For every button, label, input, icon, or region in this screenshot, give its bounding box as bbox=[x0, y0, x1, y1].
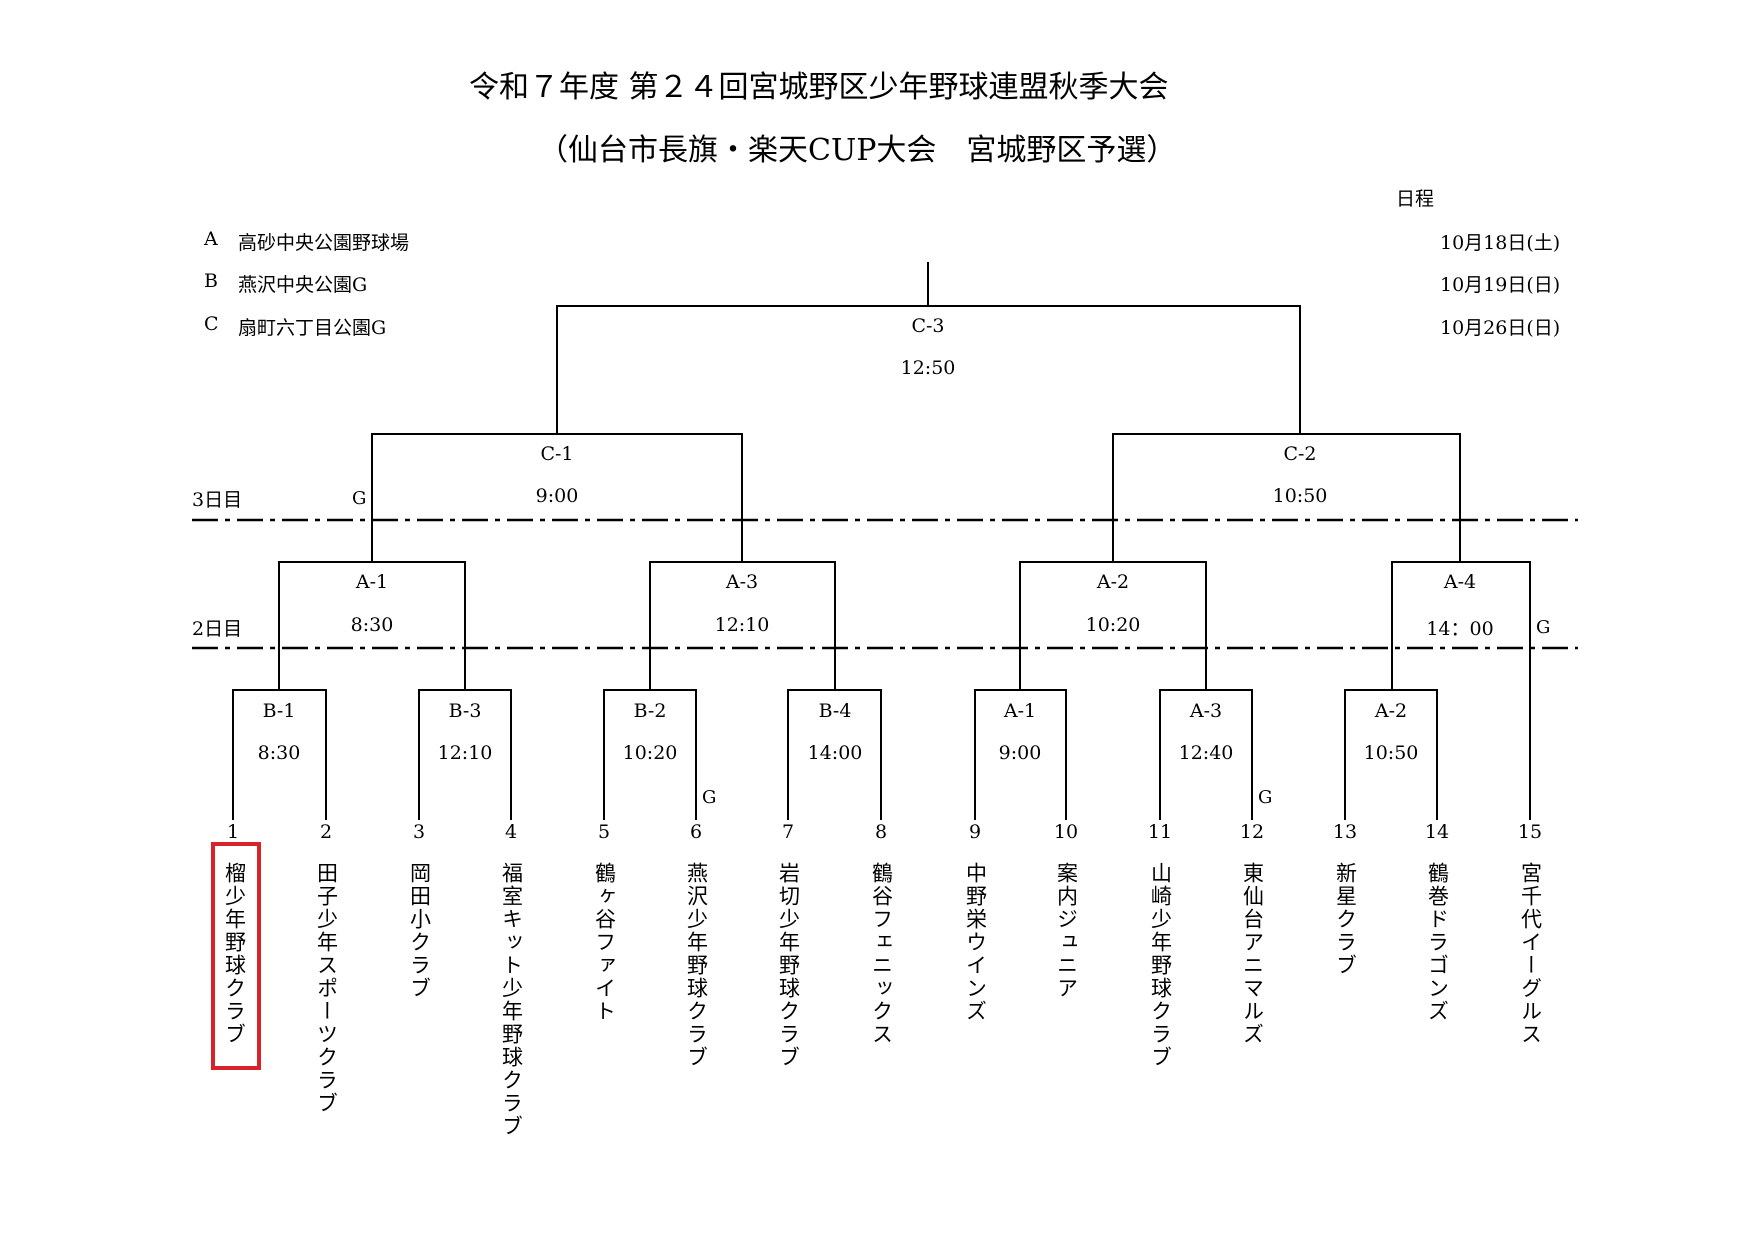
bracket-b3 bbox=[418, 689, 512, 820]
bracket-b1 bbox=[232, 689, 327, 820]
day3-label: 3日目 bbox=[192, 489, 243, 511]
match-a1-r2-code: A-1 bbox=[355, 571, 389, 593]
team-name: 岩切少年野球クラブ bbox=[776, 862, 801, 1069]
match-c2-code: C-2 bbox=[1283, 443, 1317, 465]
team-number: 6 bbox=[689, 821, 703, 843]
date-b: 10月19日(日) bbox=[1440, 274, 1561, 296]
g-mark-a4: G bbox=[1536, 617, 1551, 638]
team-number: 8 bbox=[874, 821, 888, 843]
team-number: 14 bbox=[1424, 821, 1450, 843]
match-b3-code: B-3 bbox=[448, 700, 482, 722]
date-a: 10月18日(土) bbox=[1440, 232, 1561, 254]
match-a4-r2-time: 14：00 bbox=[1426, 618, 1494, 640]
match-c1-time: 9:00 bbox=[535, 485, 579, 507]
team-name: 新星クラブ bbox=[1333, 862, 1358, 977]
team-name: 岡田小クラブ bbox=[407, 862, 432, 1000]
team-number: 13 bbox=[1332, 821, 1358, 843]
match-c2-time: 10:50 bbox=[1272, 485, 1328, 507]
match-a4-r2-code: A-4 bbox=[1443, 571, 1477, 593]
team-number: 1 bbox=[226, 821, 240, 843]
g-mark-b2: G bbox=[702, 787, 717, 808]
bracket-a3-r2 bbox=[649, 561, 836, 690]
match-a3-r1-code: A-3 bbox=[1189, 700, 1223, 722]
team-number: 11 bbox=[1147, 821, 1173, 843]
match-b2-code: B-2 bbox=[633, 700, 667, 722]
bracket-b2 bbox=[603, 689, 697, 820]
date-c: 10月26日(日) bbox=[1440, 317, 1561, 339]
venue-name-a: 高砂中央公園野球場 bbox=[238, 232, 410, 254]
team-name: 燕沢少年野球クラブ bbox=[684, 862, 709, 1069]
match-a1-r1-time: 9:00 bbox=[998, 742, 1042, 764]
bracket-a1-r1 bbox=[974, 689, 1067, 820]
title-line-2: （仙台市長旗・楽天CUP大会 宮城野区予選） bbox=[538, 133, 1177, 168]
team-name: 榴少年野球クラブ bbox=[222, 862, 247, 1046]
venue-code-b: B bbox=[204, 270, 218, 292]
team-name: 案内ジュニア bbox=[1054, 862, 1079, 1000]
team-number: 15 bbox=[1517, 821, 1543, 843]
venue-code-a: A bbox=[204, 228, 218, 250]
bracket-c3 bbox=[556, 305, 1301, 434]
team-number: 10 bbox=[1053, 821, 1079, 843]
schedule-header: 日程 bbox=[1396, 188, 1435, 210]
team-name: 宮千代イーグルス bbox=[1518, 862, 1543, 1046]
team-name: 鶴谷フェニックス bbox=[869, 862, 894, 1046]
team-name: 東仙台アニマルズ bbox=[1240, 862, 1265, 1046]
match-a2-r1-code: A-2 bbox=[1374, 700, 1408, 722]
venue-name-b: 燕沢中央公園G bbox=[238, 274, 368, 296]
highlight-box bbox=[211, 842, 261, 1070]
match-a2-r1-time: 10:50 bbox=[1363, 742, 1419, 764]
match-a2-r2-code: A-2 bbox=[1096, 571, 1130, 593]
bracket-a2-r1 bbox=[1344, 689, 1438, 820]
match-b1-time: 8:30 bbox=[257, 742, 301, 764]
bracket-a2-r2 bbox=[1019, 561, 1207, 690]
team-name: 山崎少年野球クラブ bbox=[1148, 862, 1173, 1069]
bracket-c1 bbox=[371, 433, 743, 562]
team-name: 鶴ヶ谷ファイト bbox=[592, 862, 617, 1023]
team-name: 鶴巻ドラゴンズ bbox=[1425, 862, 1450, 1023]
team-number: 9 bbox=[968, 821, 982, 843]
match-a3-r2-time: 12:10 bbox=[714, 614, 770, 636]
g-mark-c1: G bbox=[352, 488, 367, 509]
bracket-a1-r2 bbox=[278, 561, 466, 690]
match-a2-r2-time: 10:20 bbox=[1085, 614, 1141, 636]
team-number: 4 bbox=[504, 821, 518, 843]
team-number: 5 bbox=[597, 821, 611, 843]
team-number: 12 bbox=[1239, 821, 1265, 843]
match-a1-r1-code: A-1 bbox=[1003, 700, 1037, 722]
match-b2-time: 10:20 bbox=[622, 742, 678, 764]
team-name: 田子少年スポーツクラブ bbox=[314, 862, 339, 1115]
match-c3-code: C-3 bbox=[911, 315, 945, 337]
team-name: 福室キット少年野球クラブ bbox=[499, 862, 524, 1138]
match-c1-code: C-1 bbox=[540, 443, 574, 465]
team-name: 中野栄ウインズ bbox=[963, 862, 988, 1023]
match-c3-time: 12:50 bbox=[900, 357, 956, 379]
venue-code-c: C bbox=[204, 313, 219, 335]
match-b3-time: 12:10 bbox=[437, 742, 493, 764]
day2-label: 2日目 bbox=[192, 618, 243, 640]
team-number: 3 bbox=[412, 821, 426, 843]
team-number: 2 bbox=[319, 821, 333, 843]
venue-name-c: 扇町六丁目公園G bbox=[238, 317, 387, 339]
match-b4-time: 14:00 bbox=[807, 742, 863, 764]
match-a3-r1-time: 12:40 bbox=[1178, 742, 1234, 764]
bracket-c2 bbox=[1112, 433, 1461, 562]
bracket-b4 bbox=[787, 689, 882, 820]
bracket-a4-r2 bbox=[1391, 561, 1531, 820]
team-number: 7 bbox=[781, 821, 795, 843]
match-b1-code: B-1 bbox=[262, 700, 296, 722]
match-a1-r2-time: 8:30 bbox=[350, 614, 394, 636]
g-mark-a3-r1: G bbox=[1258, 787, 1273, 808]
title-line-1: 令和７年度 第２４回宮城野区少年野球連盟秋季大会 bbox=[469, 70, 1169, 105]
match-b4-code: B-4 bbox=[818, 700, 852, 722]
match-a3-r2-code: A-3 bbox=[725, 571, 759, 593]
bracket-a3-r1 bbox=[1159, 689, 1253, 820]
